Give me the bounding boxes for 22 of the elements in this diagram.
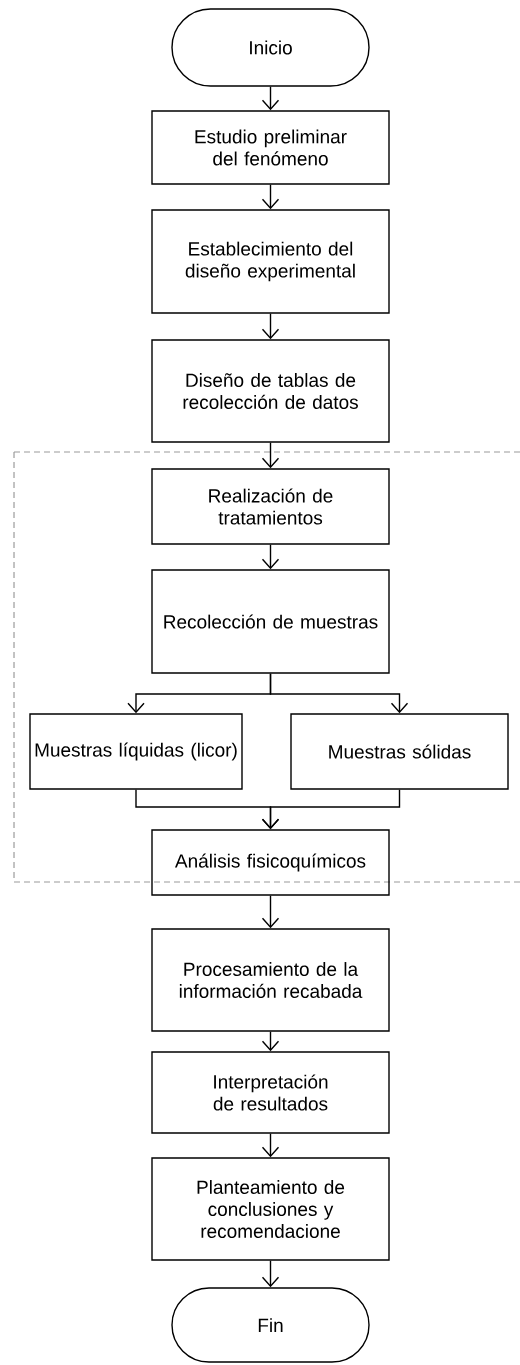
process-box: Estudio preliminar del fenómeno (151, 110, 390, 185)
process-box: Planteamiento de conclusiones y recomendacione (151, 1157, 390, 1261)
arrow (261, 442, 280, 469)
process-box: Muestras líquidas (licor) (29, 713, 243, 790)
arrow (261, 1260, 280, 1288)
arrow (261, 1031, 280, 1052)
process-box: Establecimiento del diseño experimental (151, 209, 390, 314)
arrow (261, 86, 280, 111)
process-box: Muestras sólidas (290, 713, 509, 790)
arrow (261, 184, 280, 210)
arrow (269, 673, 409, 714)
process-box: Procesamiento de la información recabada (151, 928, 390, 1032)
arrow (261, 544, 280, 570)
arrow (261, 313, 280, 340)
process-box: Interpretación de resultados (151, 1051, 390, 1134)
process-box: Análisis fisicoquímicos (151, 829, 390, 896)
process-box: Diseño de tablas de recolección de datos (151, 339, 390, 443)
arrow (261, 1133, 280, 1158)
arrow (261, 789, 401, 830)
process-box: Realización de tratamientos (151, 468, 390, 545)
arrow (261, 895, 280, 929)
process-box: Recolección de muestras (151, 569, 390, 674)
